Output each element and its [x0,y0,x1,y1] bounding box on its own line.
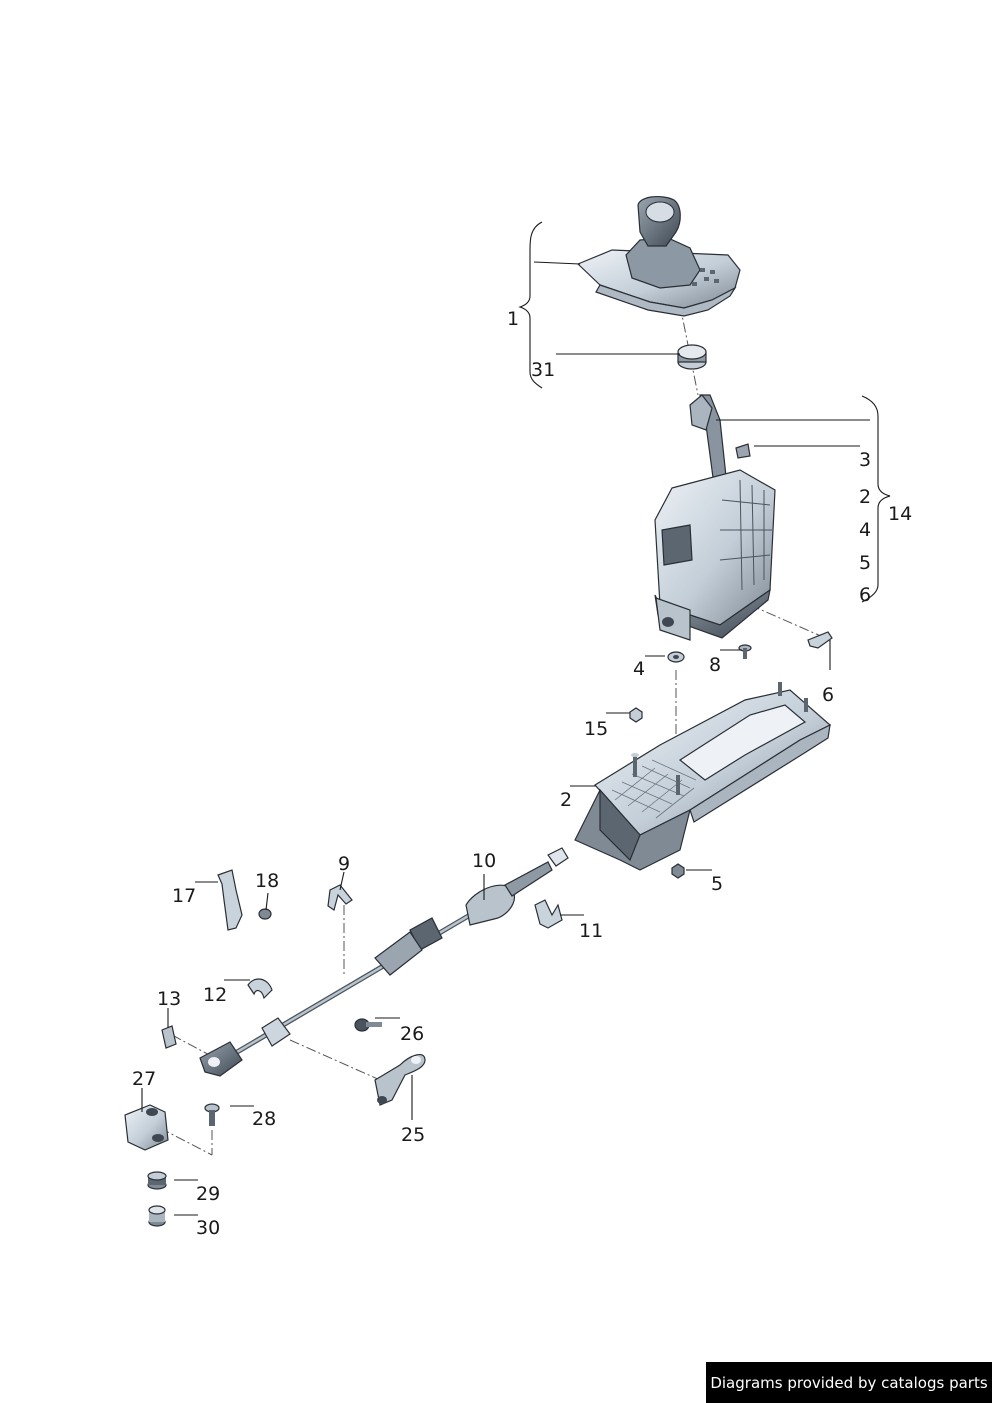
callout-2-upper: 2 [859,486,871,508]
part-31-bush [677,344,707,370]
callout-9: 9 [338,853,350,875]
callout-29: 29 [196,1183,220,1205]
part-15-nut [629,707,643,723]
callout-4-upper: 4 [859,519,871,541]
part-12-clip [247,978,273,1000]
part-18-nut [258,908,272,920]
part-14-selector-mechanism [654,394,776,641]
part-28-screw [204,1103,220,1126]
callout-6-lower: 6 [822,684,834,706]
attribution-banner: Diagrams provided by catalogs parts [706,1362,992,1403]
callout-14: 14 [888,503,912,525]
part-29-bush [147,1171,167,1190]
callout-10: 10 [472,850,496,872]
part-4-nut-upper [667,651,685,663]
callout-30: 30 [196,1217,220,1239]
callout-5-lower: 5 [711,873,723,895]
attribution-text: Diagrams provided by catalogs parts [710,1373,988,1392]
part-1-shift-knob-trim [576,195,741,317]
callout-11: 11 [579,920,603,942]
callout-labels: 1 31 3 2 4 5 6 14 4 8 6 15 2 5 9 10 11 1… [132,308,912,1239]
callout-26: 26 [400,1023,424,1045]
callout-25: 25 [401,1124,425,1146]
callout-18: 18 [255,870,279,892]
callout-5-upper: 5 [859,552,871,574]
part-9-clip [327,884,353,911]
part-10-shift-cable [199,847,569,1077]
callout-27: 27 [132,1068,156,1090]
part-30-sleeve [148,1205,166,1227]
part-27-mount-block [124,1104,169,1151]
callout-3: 3 [859,449,871,471]
part-17-bracket [217,869,243,931]
callout-4-lower: 4 [633,658,645,680]
part-13-clip [161,1025,177,1049]
part-8-screw [738,644,752,659]
part-2-bracket-housing [574,682,832,871]
callout-2-lower: 2 [560,789,572,811]
part-26-bolt [354,1018,382,1032]
part-11-clip [534,899,563,929]
callout-17: 17 [172,885,196,907]
callout-1: 1 [507,308,519,330]
callout-15: 15 [584,718,608,740]
callout-28: 28 [252,1108,276,1130]
callout-6-upper: 6 [859,584,871,606]
part-25-bracket [374,1053,426,1106]
leader-lines [141,221,891,1216]
callout-8: 8 [709,654,721,676]
callout-31: 31 [531,359,555,381]
part-5-nut-lower [671,863,685,879]
callout-13: 13 [157,988,181,1010]
callout-12: 12 [203,984,227,1006]
part-6-clip [807,631,833,649]
